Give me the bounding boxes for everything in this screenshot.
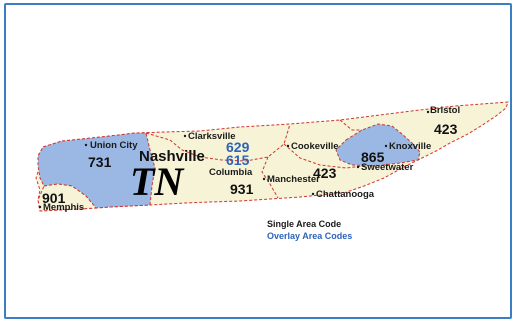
code-931-label: 931: [230, 181, 254, 197]
city-nashville: Nashville: [139, 148, 205, 165]
city-dot-bristol: [426, 110, 430, 114]
city-knoxville: Knoxville: [389, 141, 431, 152]
city-clarksville: Clarksville: [188, 131, 236, 142]
city-cookeville: Cookeville: [291, 141, 339, 152]
region-423-east-border: [339, 119, 362, 131]
city-dot-union-city: [84, 143, 88, 147]
code-423-center-label: 423: [313, 165, 337, 181]
city-dot-chattanooga: [311, 192, 315, 196]
state-abbr: TN: [130, 159, 185, 204]
city-dot-cookeville: [286, 144, 290, 148]
region-865: [335, 123, 421, 167]
city-dot-memphis: [38, 205, 42, 209]
code-423-east-label: 423: [434, 121, 458, 137]
region-615-border: [145, 123, 291, 162]
code-629-label: 629: [226, 139, 250, 155]
legend-single: Single Area Code: [267, 219, 341, 229]
legend-overlay: Overlay Area Codes: [267, 231, 352, 241]
city-manchester: Manchester: [267, 174, 320, 185]
city-dot-manchester: [262, 177, 266, 181]
code-615-label: 615: [226, 152, 250, 168]
city-columbia: Columbia: [209, 167, 253, 178]
city-dot-sweetwater: [356, 165, 360, 169]
region-423-border: [283, 143, 421, 169]
region-901: [37, 183, 98, 212]
code-901-label: 901: [42, 190, 66, 206]
city-chattanooga: Chattanooga: [316, 189, 375, 200]
city-dot-knoxville: [384, 144, 388, 148]
city-dot-clarksville: [183, 134, 187, 138]
city-union-city: Union City: [90, 140, 138, 151]
city-sweetwater: Sweetwater: [361, 162, 414, 173]
region-731: [37, 132, 156, 209]
city-memphis: Memphis: [43, 202, 84, 213]
city-bristol: Bristol: [430, 105, 460, 116]
code-865-label: 865: [361, 149, 385, 165]
code-731-label: 731: [88, 154, 112, 170]
